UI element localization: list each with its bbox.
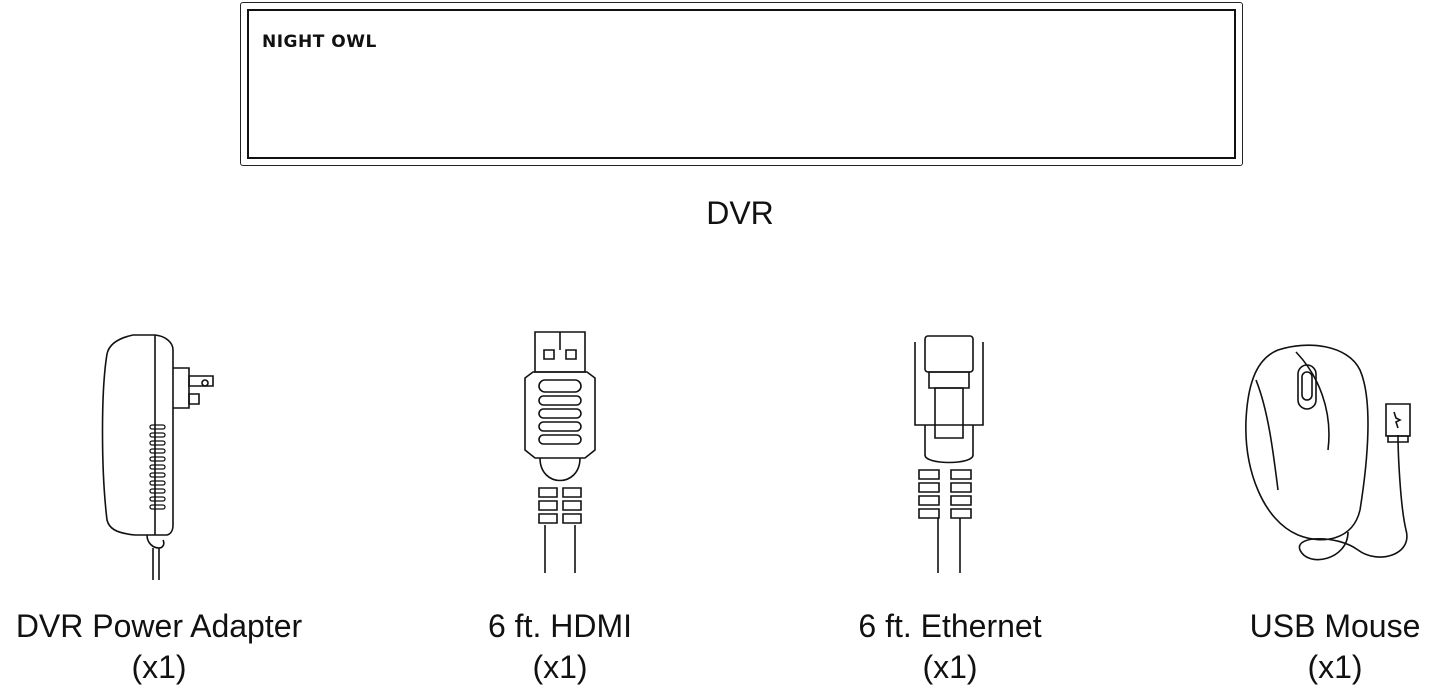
- hdmi-cable-icon: [515, 330, 605, 575]
- accessory-caption-ethernet: 6 ft. Ethernet (x1): [858, 608, 1042, 685]
- brand-logo: NIGHT OWL: [262, 32, 377, 52]
- usb-mouse-icon: [1238, 340, 1430, 585]
- accessory-caption-power-adapter: DVR Power Adapter (x1): [15, 608, 303, 685]
- power-adapter-icon: [95, 330, 225, 585]
- dvr-outer-frame: [240, 2, 1243, 166]
- ethernet-cable-icon: [905, 330, 995, 575]
- dvr-front-panel: [247, 9, 1236, 159]
- accessory-caption-usb-mouse: USB Mouse (x1): [1249, 608, 1421, 685]
- accessory-caption-hdmi: 6 ft. HDMI (x1): [487, 608, 632, 685]
- dvr-label: DVR: [706, 195, 774, 231]
